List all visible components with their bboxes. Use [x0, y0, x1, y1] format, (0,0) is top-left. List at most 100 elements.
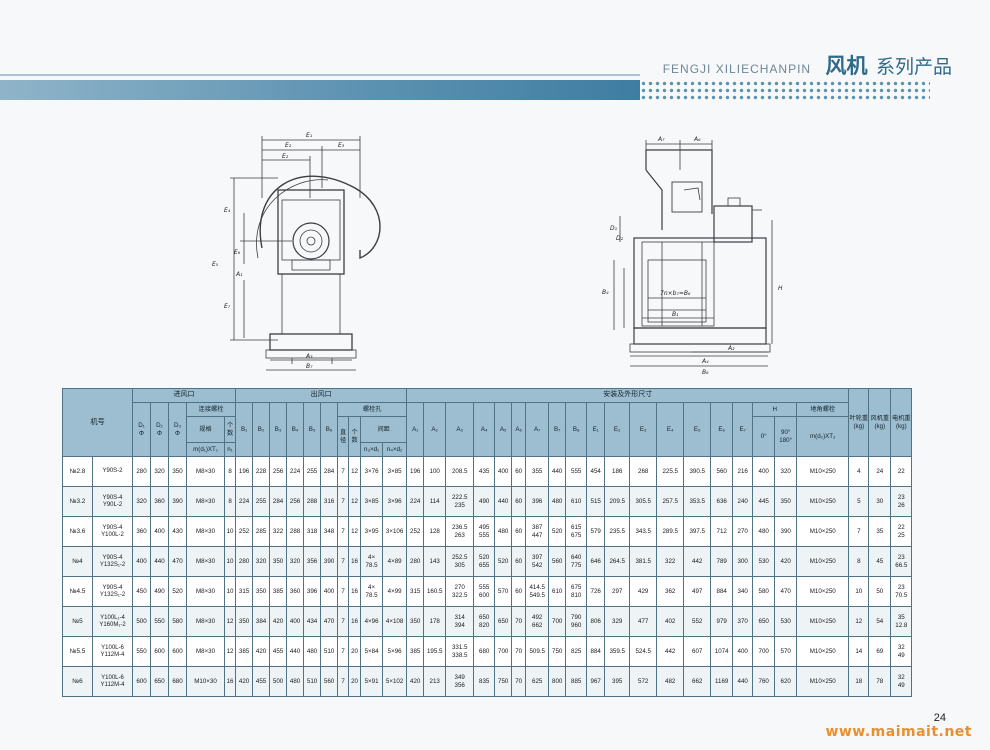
label-B8: B₈: [702, 369, 709, 376]
cell-e4: 322: [656, 546, 685, 577]
cell-n2: 12: [348, 456, 362, 487]
cell-no: №4: [62, 546, 93, 577]
th-B3: B₃: [269, 402, 288, 457]
cell-b8: 825: [565, 636, 588, 667]
cell-e7: 400: [732, 636, 754, 667]
th-H0: 0°: [752, 416, 776, 457]
cell-b6: 316: [320, 486, 339, 517]
cell-d1: 320: [132, 486, 152, 517]
cell-anchor: M10×250: [796, 576, 850, 607]
cell-e5: 390.5: [683, 456, 712, 487]
cell-n: 10: [224, 576, 237, 607]
cell-b3: 322: [269, 516, 288, 547]
label-E6: E₆: [234, 249, 241, 256]
cell-h90: 470: [774, 576, 798, 607]
th-E3: E₃: [629, 402, 658, 457]
cell-a7: 397 542: [525, 546, 550, 577]
cell-e3: 381.5: [629, 546, 658, 577]
cell-b1: 315: [235, 576, 254, 607]
cell-d3: 390: [168, 486, 188, 517]
cell-motor: 35 12.8: [890, 606, 913, 637]
label-E2: E₂: [285, 142, 292, 149]
th-A2: A₂: [423, 402, 447, 457]
cell-b4: 256: [286, 486, 305, 517]
cell-fan: 69: [868, 636, 892, 667]
label-E4: E₄: [224, 207, 231, 214]
cell-motor-model: Y90S-4 Y132S₁-2: [91, 546, 134, 577]
cell-a4: 520 655: [473, 546, 496, 577]
watermark: www.maimait.net: [825, 724, 972, 740]
th-count: 个数: [224, 416, 237, 443]
cell-a5: 570: [494, 576, 513, 607]
cell-n4: 3×96: [382, 486, 408, 517]
cell-a2: 195.5: [423, 636, 447, 667]
cell-a: 7: [337, 666, 350, 697]
cell-e2: 235.5: [604, 516, 631, 547]
cell-h0: 650: [752, 606, 776, 637]
cell-a6: 60: [511, 576, 527, 607]
th-diameter: 直径: [337, 416, 350, 457]
cell-b4: 480: [286, 666, 305, 697]
header-rule: [0, 74, 640, 76]
cell-b5: 480: [303, 636, 322, 667]
th-B4: B₄: [286, 402, 305, 457]
cell-b5: 434: [303, 606, 322, 637]
cell-b2: 384: [252, 606, 271, 637]
cell-d2: 360: [150, 486, 170, 517]
cell-imp: 12: [848, 606, 870, 637]
cell-e7: 240: [732, 486, 754, 517]
cell-d1: 550: [132, 636, 152, 667]
cell-b7: 520: [548, 516, 567, 547]
cell-motor: 23 66.5: [890, 546, 913, 577]
cell-h0: 760: [752, 666, 776, 697]
cell-a1: 224: [406, 486, 425, 517]
cell-motor: 32 49: [890, 666, 913, 697]
cell-d2: 550: [150, 606, 170, 637]
cell-e4: 289.5: [656, 516, 685, 547]
cell-d1: 400: [132, 546, 152, 577]
cell-n4: 5×96: [382, 636, 408, 667]
label-E1: E₁: [306, 132, 313, 139]
cell-a5: 520: [494, 546, 513, 577]
cell-a3: 236.5 263: [445, 516, 475, 547]
cell-e1: 515: [586, 486, 606, 517]
cell-n4: 3×106: [382, 516, 408, 547]
cell-e4: 257.5: [656, 486, 685, 517]
cell-motor-model: Y90S-4 Y100L-2: [91, 516, 134, 547]
cell-n4: 3×85: [382, 456, 408, 487]
cell-b7: 610: [548, 576, 567, 607]
th-motor-weight: 电机重(kg): [890, 388, 913, 457]
cell-b3: 284: [269, 486, 288, 517]
cell-anchor: M10×250: [796, 606, 850, 637]
cell-spec: M8×30: [186, 546, 226, 577]
th-m-d: m(d₁)XT₁: [186, 442, 226, 457]
cell-h90: 570: [774, 636, 798, 667]
cell-d3: 520: [168, 576, 188, 607]
cell-e6: 560: [710, 456, 734, 487]
cell-a: 7: [337, 516, 350, 547]
cell-a4: 650 820: [473, 606, 496, 637]
cell-b6: 348: [320, 516, 339, 547]
cell-h90: 390: [774, 516, 798, 547]
page-number: 24: [933, 712, 946, 724]
cell-a2: 100: [423, 456, 447, 487]
cell-e6: 1169: [710, 666, 734, 697]
cell-e3: 268: [629, 456, 658, 487]
cell-a: 7: [337, 486, 350, 517]
th-hole-count: 个数: [348, 416, 362, 457]
cell-e7: 270: [732, 516, 754, 547]
cell-anchor: M10×250: [796, 456, 850, 487]
cell-b6: 560: [320, 666, 339, 697]
cell-a7: 355: [525, 456, 550, 487]
cell-fan: 30: [868, 486, 892, 517]
cell-h90: 320: [774, 456, 798, 487]
cell-motor-model: Y90S-4 Y132S₁-2: [91, 576, 134, 607]
cell-n2: 16: [348, 606, 362, 637]
th-E1: E₁: [586, 402, 606, 457]
cell-b1: 280: [235, 546, 254, 577]
cell-e2: 264.5: [604, 546, 631, 577]
cell-a3: 314 394: [445, 606, 475, 637]
cell-d2: 650: [150, 666, 170, 697]
cell-a4: 495 555: [473, 516, 496, 547]
